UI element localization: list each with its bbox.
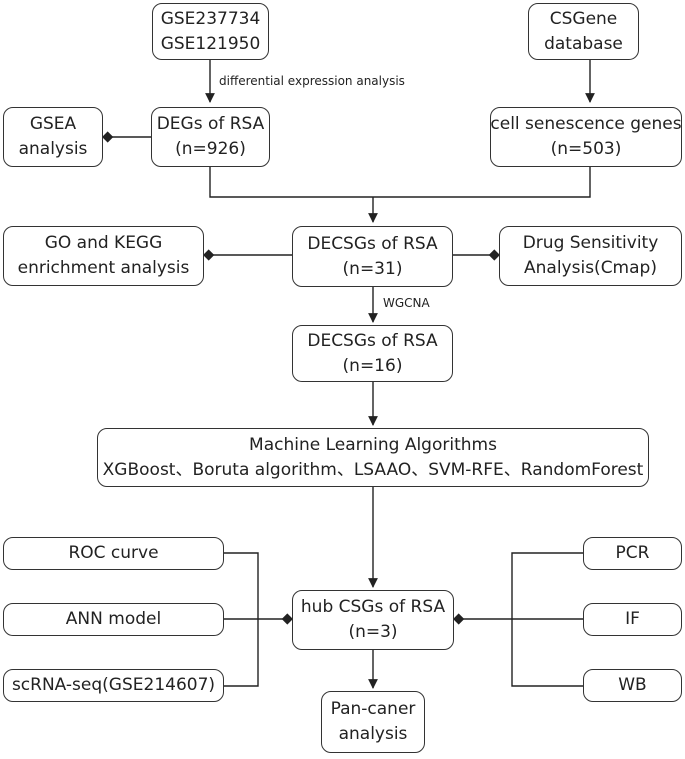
node-decsgs31-line2: (n=31) <box>342 258 403 279</box>
node-gse-line1: GSE237734 <box>160 8 261 29</box>
node-csgene-line1: CSGene <box>549 8 618 29</box>
node-drug-sensitivity: Drug Sensitivity Analysis(Cmap) <box>499 226 682 286</box>
node-ann-model: ANN model <box>3 603 224 636</box>
node-pcr: PCR <box>583 537 682 570</box>
edge-label-wgcna: WGCNA <box>383 296 430 310</box>
node-machine-learning: Machine Learning Algorithms XGBoost、Boru… <box>97 428 649 487</box>
node-pcr-line1: PCR <box>615 543 650 564</box>
node-senescence-line2: (n=503) <box>550 139 622 159</box>
node-degs-line1: DEGs of RSA <box>156 114 265 135</box>
node-roc-curve: ROC curve <box>3 537 224 570</box>
node-degs-rsa: DEGs of RSA (n=926) <box>151 107 270 167</box>
node-pan-cancer: Pan-caner analysis <box>321 691 425 753</box>
node-gse-line2: GSE121950 <box>160 33 261 54</box>
node-gse-datasets: GSE237734 GSE121950 <box>152 3 269 60</box>
node-ml-line1: Machine Learning Algorithms <box>249 434 497 455</box>
node-roc-line1: ROC curve <box>68 543 159 564</box>
node-csgene-database: CSGene database <box>528 3 639 60</box>
node-ml-line2: XGBoost、Boruta algorithm、LSAAO、SVM-RFE、R… <box>102 459 644 480</box>
node-go-kegg: GO and KEGG enrichment analysis <box>3 226 204 286</box>
node-if: IF <box>583 603 682 636</box>
node-go-kegg-line2: enrichment analysis <box>17 258 190 278</box>
node-hub-line1: hub CSGs of RSA <box>300 597 446 618</box>
node-hub-csgs: hub CSGs of RSA (n=3) <box>292 590 454 650</box>
node-scrna-line1: scRNA-seq(GSE214607) <box>11 675 216 696</box>
node-csgene-line2: database <box>544 33 623 54</box>
node-decsgs-16: DECSGs of RSA (n=16) <box>292 325 453 382</box>
edge-label-dea: differential expression analysis <box>219 74 405 88</box>
edge-merge <box>209 167 591 198</box>
node-pancancer-line2: analysis <box>338 724 408 744</box>
node-ann-line1: ANN model <box>65 609 162 630</box>
node-decsgs-31: DECSGs of RSA (n=31) <box>292 226 453 287</box>
node-go-kegg-line1: GO and KEGG <box>44 233 163 254</box>
node-wb: WB <box>583 669 682 702</box>
node-decsgs31-line1: DECSGs of RSA <box>307 233 438 254</box>
node-drug-line1: Drug Sensitivity <box>522 233 659 254</box>
node-degs-line2: (n=926) <box>175 139 246 159</box>
node-wb-line1: WB <box>618 675 647 696</box>
node-drug-line2: Analysis(Cmap) <box>524 258 657 278</box>
node-if-line1: IF <box>625 609 640 630</box>
node-gsea-line2: analysis <box>18 139 88 159</box>
node-senescence-line1: cell senescence genes <box>490 114 682 135</box>
node-decsgs16-line2: (n=16) <box>342 355 403 376</box>
node-scrna-seq: scRNA-seq(GSE214607) <box>3 669 224 702</box>
node-hub-line2: (n=3) <box>348 622 398 642</box>
node-gsea-analysis: GSEA analysis <box>3 107 103 167</box>
node-gsea-line1: GSEA <box>29 114 77 135</box>
node-decsgs16-line1: DECSGs of RSA <box>307 330 438 351</box>
node-pancancer-line1: Pan-caner <box>330 699 416 720</box>
node-senescence-genes: cell senescence genes (n=503) <box>490 107 682 167</box>
